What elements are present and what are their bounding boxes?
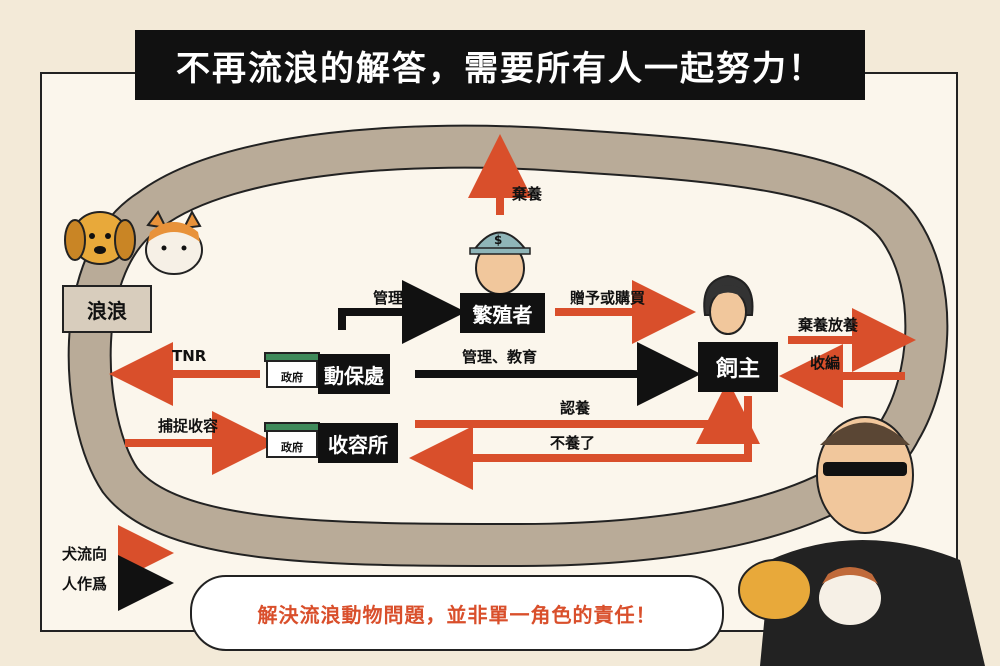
label-manage-educate: 管理、教育 (462, 346, 537, 367)
node-owner: 飼主 (698, 342, 778, 392)
legend-human-action: 人作爲 (62, 573, 107, 594)
breeder-person-icon: $ (470, 233, 530, 295)
label-gift-or-buy: 贈予或購買 (570, 287, 645, 308)
page-title: 不再流浪的解答，需要所有人一起努力！ (135, 30, 865, 100)
node-stray: 浪浪 (62, 285, 152, 333)
legend-dog-flow: 犬流向 (62, 543, 107, 564)
label-give-up: 不養了 (550, 432, 595, 453)
label-capture: 捕捉收容 (158, 415, 218, 436)
dog-icon (65, 212, 135, 264)
label-tnr: TNR (172, 347, 206, 365)
node-breeder: 繁殖者 (460, 293, 545, 333)
label-abandon-top: 棄養 (512, 183, 542, 204)
node-shelter: 收容所 (318, 423, 398, 463)
government-building-icon: 政府 (266, 360, 318, 388)
label-manage: 管理 (373, 287, 403, 308)
node-animal-protection: 動保處 (318, 354, 390, 394)
label-abandon-release: 棄養放養 (798, 314, 858, 335)
cat-icon (146, 212, 202, 274)
svg-text:$: $ (494, 233, 502, 247)
arrow-manage (342, 312, 450, 330)
government-building-icon: 政府 (266, 430, 318, 458)
label-adopt: 認養 (560, 397, 590, 418)
speech-bubble: 解決流浪動物問題，並非單一角色的責任！ (190, 575, 724, 651)
owner-person-icon (704, 276, 752, 334)
label-adopt-in: 收編 (810, 352, 840, 373)
man-with-dogs-illustration (739, 417, 985, 666)
